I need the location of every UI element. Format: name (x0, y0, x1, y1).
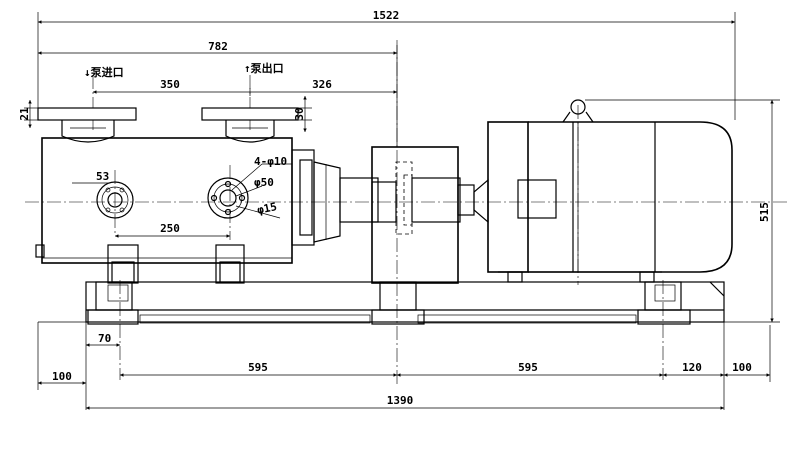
bolt-circle-label: φ50 (254, 176, 274, 189)
terminal-box (517, 179, 557, 219)
outlet-port-circle (207, 177, 249, 219)
dim-port-annotations: 53 4-φ10 φ50 φ15 (72, 155, 292, 219)
inlet-port-circle (96, 181, 134, 219)
coupling-guard (371, 146, 475, 284)
dim-326-label: 326 (312, 78, 332, 91)
dim-782-label: 782 (208, 40, 228, 53)
outlet-label: ↑泵出口 (244, 61, 284, 75)
dim-595-right-label: 595 (518, 361, 538, 374)
dim-53-label: 53 (96, 170, 109, 183)
dim-bottom: 70 100 595 595 120 100 1390 (37, 321, 771, 410)
dim-flange-heights: 21 30 (18, 96, 312, 132)
base-plate (85, 281, 725, 325)
dim-100-right-label: 100 (732, 361, 752, 374)
motor (473, 99, 733, 283)
dim-pump-length: 782 (38, 40, 398, 147)
dim-120-label: 120 (682, 361, 702, 374)
bore-label: φ15 (256, 200, 278, 217)
dim-70-label: 70 (98, 332, 111, 345)
pump-body (35, 107, 379, 284)
inlet-flange (37, 107, 137, 121)
dim-1522-label: 1522 (373, 9, 400, 22)
dim-350-label: 350 (160, 78, 180, 91)
dim-21-label: 21 (18, 107, 31, 121)
bolt-holes-label: 4-φ10 (254, 155, 287, 168)
dim-515-label: 515 (758, 202, 771, 222)
dim-foot-spacing: 250 (115, 222, 230, 238)
dim-250-label: 250 (160, 222, 180, 235)
dim-overall-height: 515 (585, 99, 780, 323)
outlet-flange (201, 107, 299, 121)
dim-port-spacing: 350 326 ↓泵进口 ↑泵出口 (84, 61, 397, 96)
dim-1390-label: 1390 (387, 394, 414, 407)
inlet-label: ↓泵进口 (84, 65, 124, 79)
dim-100-left-label: 100 (52, 370, 72, 383)
dim-595-left-label: 595 (248, 361, 268, 374)
dim-30-label: 30 (293, 107, 306, 120)
dim-overall-length: 1522 (37, 9, 736, 120)
